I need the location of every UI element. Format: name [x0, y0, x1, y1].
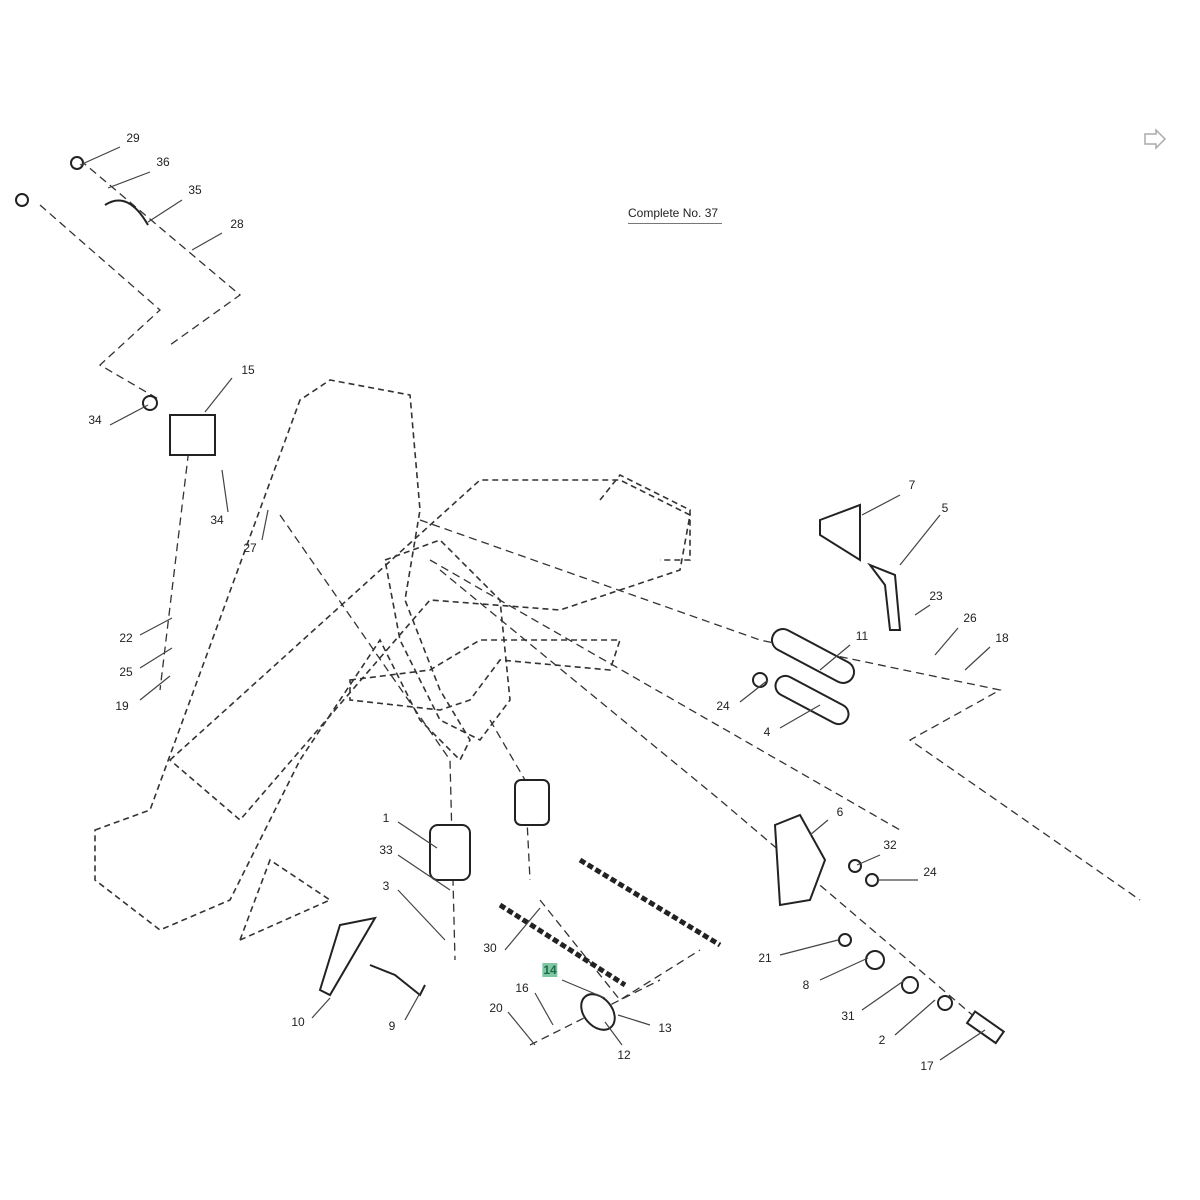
parts [15, 156, 1006, 1045]
callout-13[interactable]: 13 [658, 1021, 672, 1035]
callout-35[interactable]: 35 [188, 183, 202, 197]
complete-number-label: Complete No. 37 [628, 206, 723, 224]
assembly-lines [39, 159, 1141, 1046]
callout-19[interactable]: 19 [115, 699, 129, 713]
callout-36[interactable]: 36 [156, 155, 170, 169]
leader-lines [79, 146, 991, 1061]
callout-31[interactable]: 31 [841, 1009, 855, 1023]
callout-33[interactable]: 33 [379, 843, 393, 857]
callout-34[interactable]: 34 [210, 513, 224, 527]
callout-2[interactable]: 2 [878, 1033, 886, 1047]
callout-14[interactable]: 14 [542, 963, 558, 977]
callout-4[interactable]: 4 [763, 725, 771, 739]
callout-6[interactable]: 6 [836, 805, 844, 819]
callout-32[interactable]: 32 [883, 838, 897, 852]
callout-25[interactable]: 25 [119, 665, 133, 679]
callout-29[interactable]: 29 [126, 131, 140, 145]
callout-26[interactable]: 26 [963, 611, 977, 625]
callout-12[interactable]: 12 [617, 1048, 631, 1062]
callout-34[interactable]: 34 [88, 413, 102, 427]
callout-23[interactable]: 23 [929, 589, 943, 603]
callout-9[interactable]: 9 [388, 1019, 396, 1033]
callout-17[interactable]: 17 [920, 1059, 934, 1073]
callout-22[interactable]: 22 [119, 631, 133, 645]
callout-7[interactable]: 7 [908, 478, 916, 492]
callout-24[interactable]: 24 [923, 865, 937, 879]
callout-1[interactable]: 1 [382, 811, 390, 825]
chains [498, 857, 722, 988]
callout-20[interactable]: 20 [489, 1001, 503, 1015]
callout-24[interactable]: 24 [716, 699, 730, 713]
callout-15[interactable]: 15 [241, 363, 255, 377]
callout-18[interactable]: 18 [995, 631, 1009, 645]
callout-27[interactable]: 27 [243, 541, 257, 555]
callout-11[interactable]: 11 [855, 629, 869, 643]
callout-28[interactable]: 28 [230, 217, 244, 231]
callout-3[interactable]: 3 [382, 879, 390, 893]
callout-21[interactable]: 21 [758, 951, 772, 965]
callout-8[interactable]: 8 [802, 978, 810, 992]
callout-16[interactable]: 16 [515, 981, 529, 995]
callout-30[interactable]: 30 [483, 941, 497, 955]
callout-10[interactable]: 10 [291, 1015, 305, 1029]
return-arrow-icon[interactable] [1142, 128, 1168, 150]
callout-5[interactable]: 5 [941, 501, 949, 515]
